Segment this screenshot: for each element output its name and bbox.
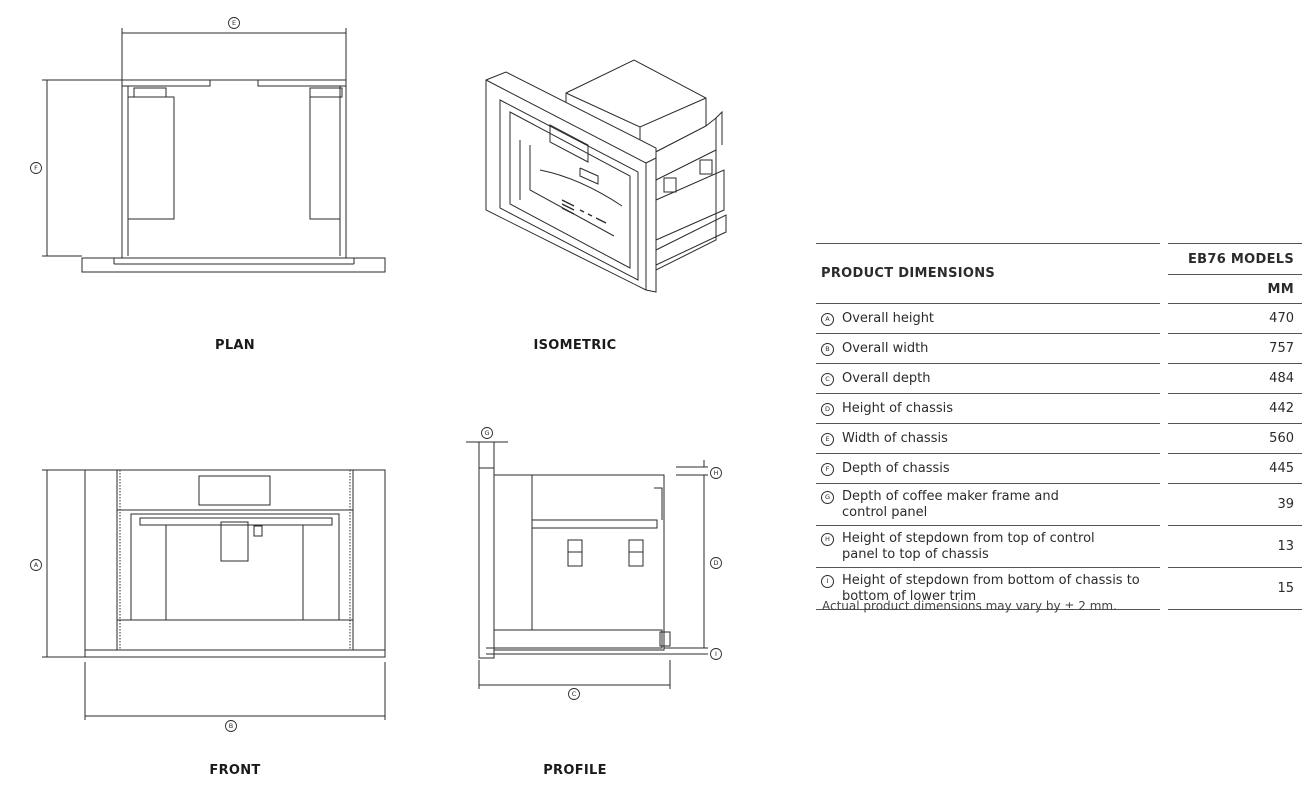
marker-badge: B	[821, 342, 834, 356]
svg-text:B: B	[229, 722, 233, 730]
table-row: E Width of chassis 560	[816, 424, 1302, 454]
plan-view: E F	[30, 17, 386, 273]
svg-text:D: D	[713, 559, 718, 567]
row-label: Depth of coffee maker frame and control …	[842, 488, 1059, 520]
isometric-view	[485, 59, 727, 293]
row-label: Height of stepdown from bottom of chassi…	[842, 572, 1140, 604]
table-row: I Height of stepdown from bottom of chass…	[816, 568, 1302, 610]
row-label: Depth of chassis	[842, 460, 950, 476]
row-value: 470	[1168, 304, 1302, 334]
front-view: A B	[30, 469, 386, 732]
table-row: G Depth of coffee maker frame and control…	[816, 484, 1302, 526]
svg-text:A: A	[34, 561, 39, 569]
model-header: EB76 MODELS	[1168, 243, 1302, 274]
row-value: 445	[1168, 454, 1302, 484]
marker-c: C	[568, 688, 580, 700]
table-row: B Overall width 757	[816, 334, 1302, 364]
svg-text:H: H	[714, 469, 719, 477]
table-row: H Height of stepdown from top of control …	[816, 526, 1302, 568]
row-label: Width of chassis	[842, 430, 948, 446]
marker-badge: A	[821, 312, 834, 326]
svg-text:F: F	[34, 164, 38, 172]
marker-badge: I	[821, 574, 834, 588]
marker-g: G	[481, 427, 493, 439]
row-value: 757	[1168, 334, 1302, 364]
row-label: Overall width	[842, 340, 929, 356]
row-value: 39	[1168, 484, 1302, 526]
marker-f: F	[30, 162, 42, 174]
table-row: C Overall depth 484	[816, 364, 1302, 394]
table-row: D Height of chassis 442	[816, 394, 1302, 424]
svg-text:C: C	[572, 690, 577, 698]
marker-h: H	[710, 467, 722, 479]
control-panel-slots	[561, 199, 607, 224]
marker-i: I	[710, 648, 722, 660]
view-label-isometric: ISOMETRIC	[533, 338, 617, 353]
row-value: 442	[1168, 394, 1302, 424]
svg-text:G: G	[484, 429, 489, 437]
marker-badge: F	[821, 462, 834, 476]
dimensions-note: Actual product dimensions may vary by ± …	[822, 599, 1117, 613]
row-value: 13	[1168, 526, 1302, 568]
marker-b: B	[225, 720, 237, 732]
marker-a: A	[30, 559, 42, 571]
marker-badge: E	[821, 432, 834, 446]
row-label: Height of chassis	[842, 400, 954, 416]
marker-badge: H	[821, 532, 834, 546]
view-label-front: FRONT	[209, 763, 261, 778]
marker-e: E	[228, 17, 240, 29]
unit-header: MM	[1168, 274, 1302, 304]
marker-badge: D	[821, 402, 834, 416]
row-value: 484	[1168, 364, 1302, 394]
view-label-profile: PROFILE	[543, 763, 607, 778]
row-value: 560	[1168, 424, 1302, 454]
product-dimensions-table: PRODUCT DIMENSIONS EB76 MODELS MM A Overa…	[816, 243, 1302, 610]
profile-view: G H D I C	[466, 427, 722, 700]
row-value: 15	[1168, 568, 1302, 610]
marker-badge: G	[821, 490, 834, 504]
svg-text:I: I	[715, 650, 717, 658]
row-label: Height of stepdown from top of control p…	[842, 530, 1095, 562]
view-label-plan: PLAN	[215, 338, 255, 353]
table-row: A Overall height 470	[816, 304, 1302, 334]
marker-d: D	[710, 557, 722, 569]
marker-badge: C	[821, 372, 834, 386]
svg-text:E: E	[232, 19, 236, 27]
row-label: Overall height	[842, 310, 935, 326]
table-row: F Depth of chassis 445	[816, 454, 1302, 484]
table-title: PRODUCT DIMENSIONS	[816, 243, 1160, 304]
row-label: Overall depth	[842, 370, 931, 386]
